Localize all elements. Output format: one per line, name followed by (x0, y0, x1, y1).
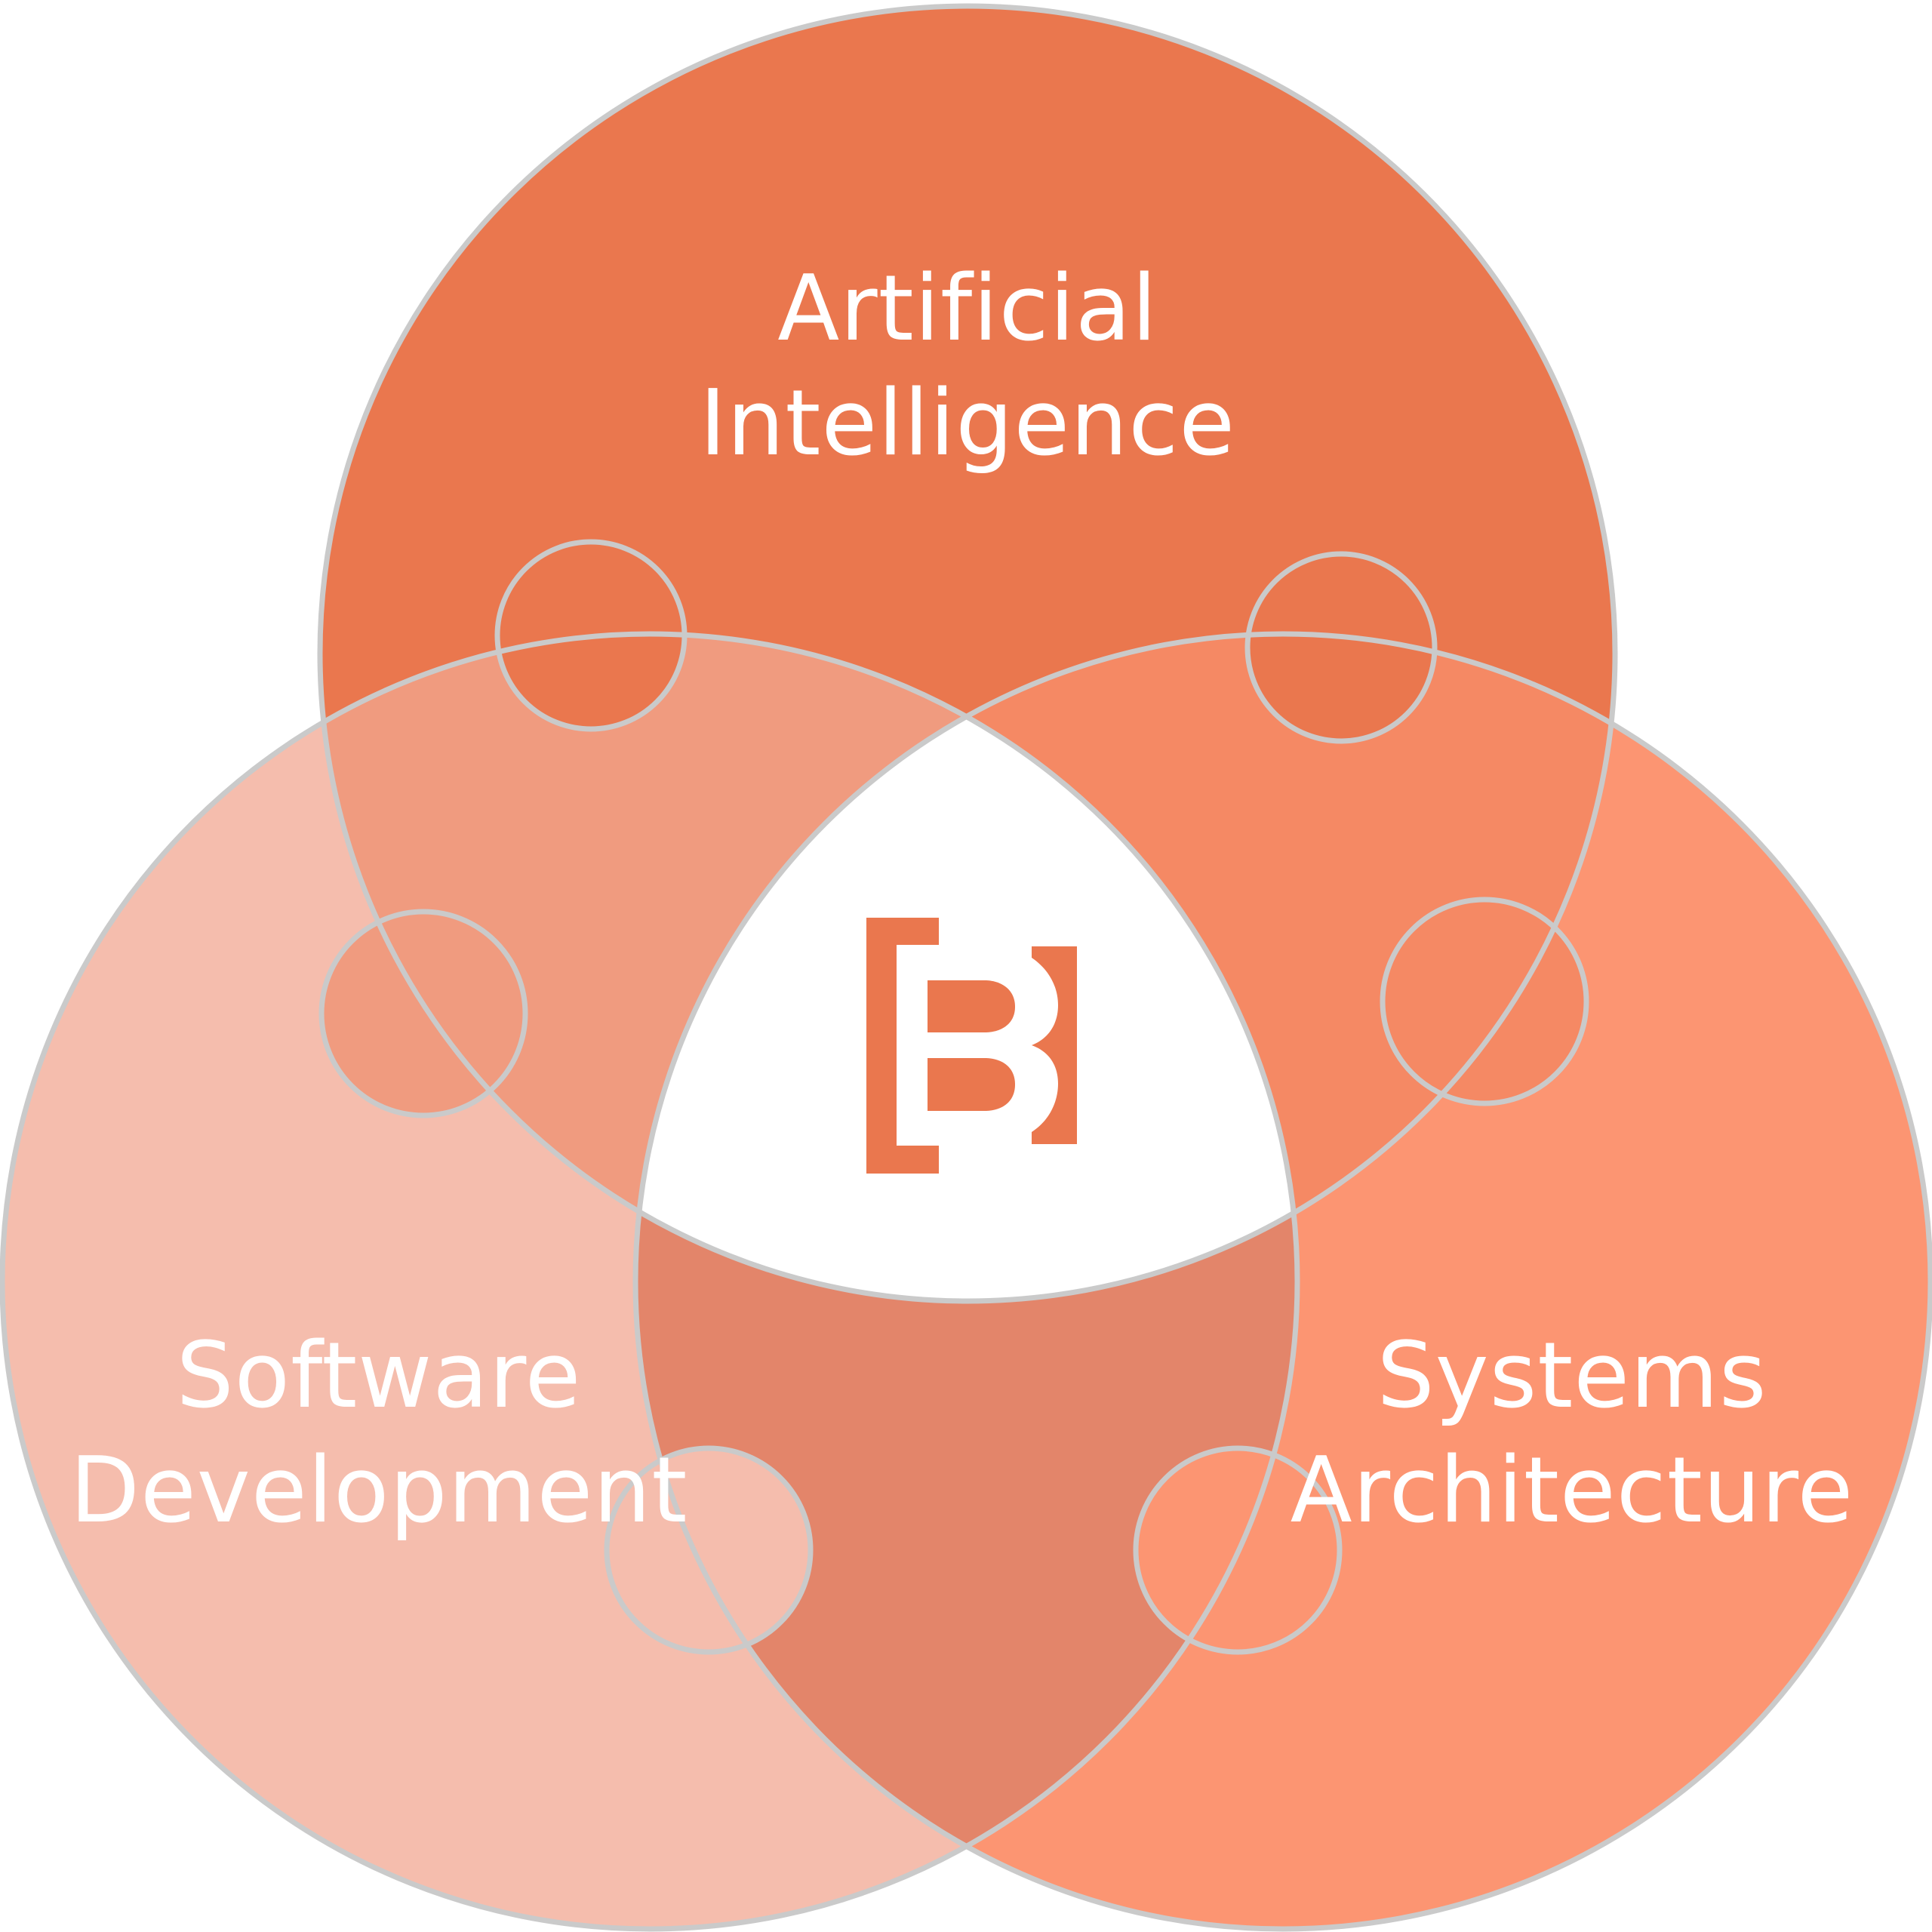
label-ai-line-2: Intelligence (699, 371, 1236, 476)
outline-knob-top-left (494, 539, 688, 732)
bracket-b-logo-icon (866, 918, 1077, 1174)
label-sa-line-2: Architecture (1290, 1438, 1854, 1543)
puzzle-knob-top-right (1247, 554, 1435, 741)
outline-knob-right (1380, 897, 1589, 1106)
puzzle-knob-right (1383, 900, 1586, 1103)
label-ai-line-1: Artificial (777, 257, 1158, 361)
label-sa-line-1: Systems (1377, 1324, 1767, 1429)
outline-knob-top-right (1244, 551, 1438, 744)
outline-knob-left (318, 909, 528, 1118)
outline-ai (317, 3, 1618, 1304)
outline-knob-bottom-right (1133, 1445, 1343, 1655)
label-sd-line-2: Development (69, 1438, 688, 1543)
puzzle-knob-left (321, 912, 525, 1115)
label-software-development: Software Development (39, 1319, 718, 1549)
outline-knob-bottom-left (604, 1445, 814, 1655)
label-systems-architecture: Systems Architecture (1232, 1319, 1912, 1549)
puzzle-knob-bottom-left (607, 1448, 811, 1652)
outline-systems (632, 631, 1932, 1932)
label-artificial-intelligence: Artificial Intelligence (628, 252, 1307, 481)
label-sd-line-1: Software (176, 1324, 582, 1429)
outline-software (0, 631, 1300, 1932)
